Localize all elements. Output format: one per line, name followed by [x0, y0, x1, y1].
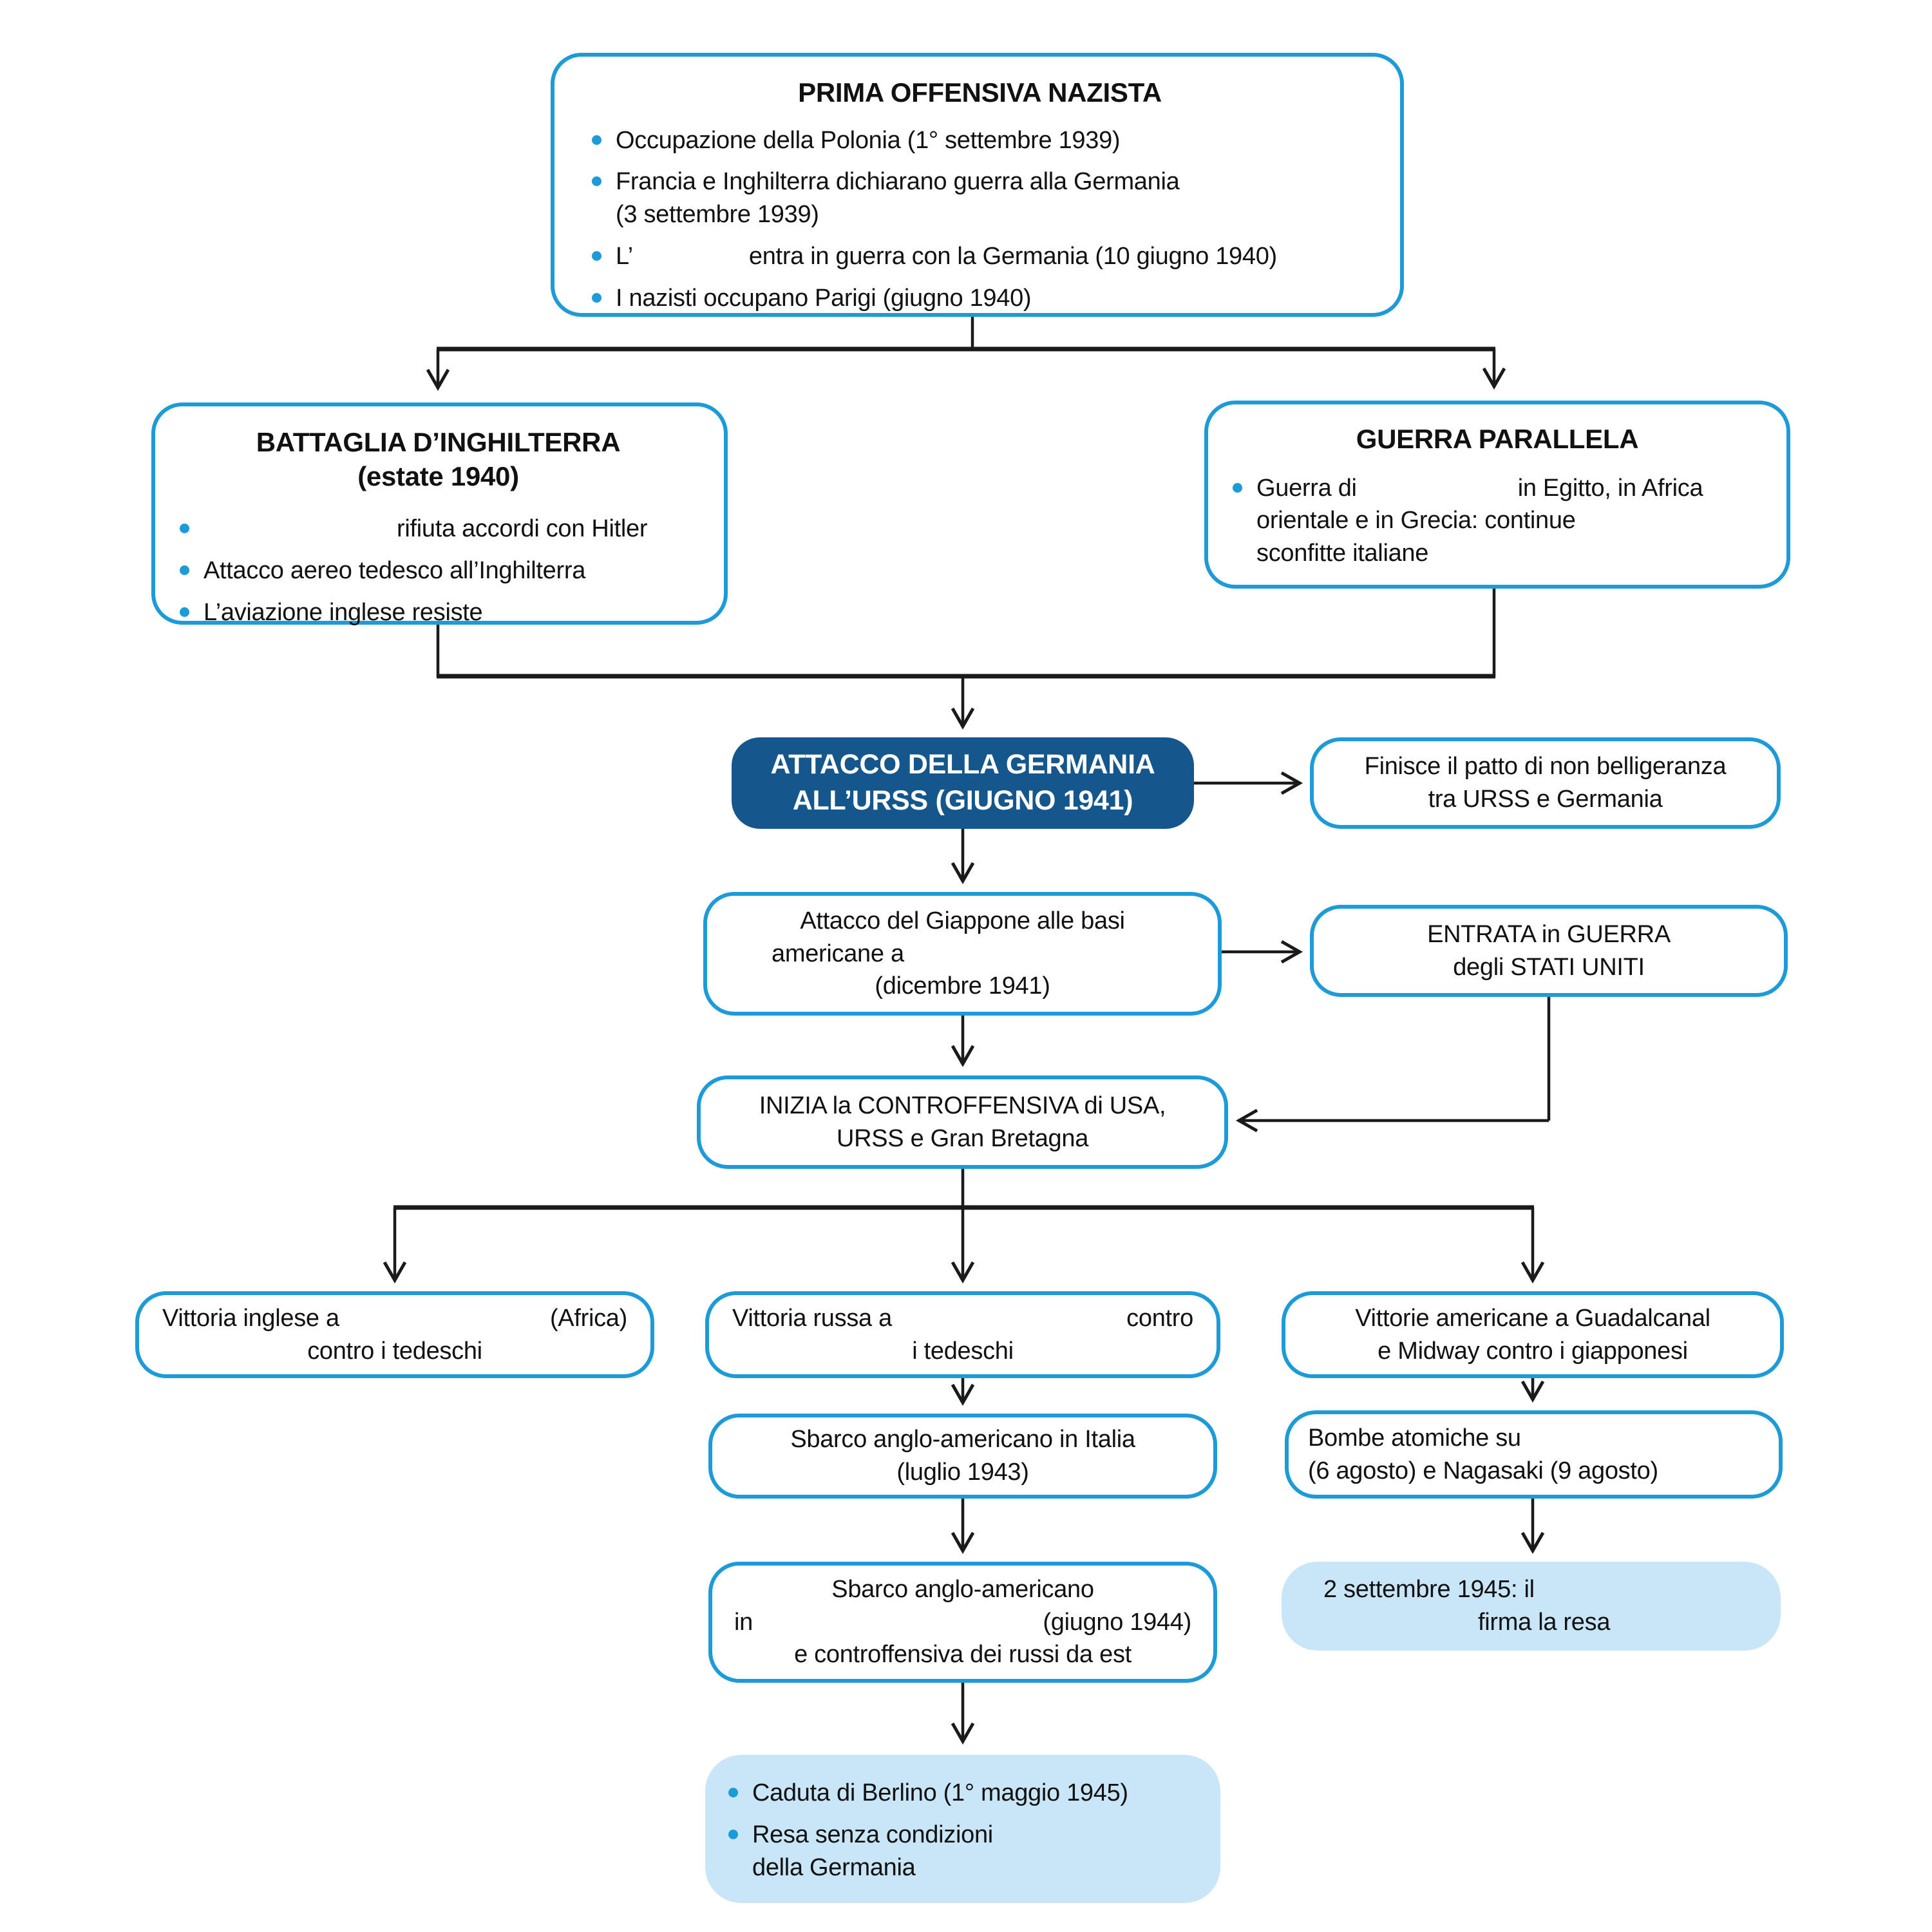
text-line: tra URSS e Germania: [1428, 786, 1663, 813]
bullet-text-line: (3 settembre 1939): [616, 201, 819, 229]
text-after-blank: firma la resa: [1478, 1609, 1611, 1636]
box-attacco-urss: ATTACCO DELLA GERMANIA ALL’URSS (GIUGNO …: [732, 737, 1194, 829]
bullet-text: Francia e Inghilterra dichiarano guerra …: [616, 166, 1373, 231]
text-before-blank: L’: [616, 243, 633, 270]
list-item: Guerra di in Egitto, in Africa orientale …: [1227, 472, 1767, 571]
bullet-dot: [592, 293, 601, 303]
box-vittorie-americane: Vittorie americane a Guadalcanal e Midwa…: [1282, 1291, 1784, 1378]
text-line: firma la resa: [1323, 1606, 1761, 1639]
text-before-blank: Guerra di: [1256, 474, 1357, 502]
bullet-text-line: sconfitte italiane: [1256, 540, 1429, 567]
text-line: (6 agosto) e Nagasaki (9 agosto): [1308, 1457, 1658, 1484]
box-guerra-parallela: GUERRA PARALLELA Guerra di in Egitto, in …: [1204, 401, 1790, 589]
box-attacco-giappone: Attacco del Giappone alle basi americane…: [703, 892, 1222, 1016]
box-vittoria-inglese: Vittoria inglese a (Africa) contro i tede…: [135, 1291, 654, 1378]
bullet-text-line: Francia e Inghilterra dichiarano guerra …: [616, 168, 1180, 196]
box-bombe-atomiche: Bombe atomiche su (6 agosto) e Nagasaki …: [1285, 1410, 1783, 1499]
text-before-blank: Vittoria russa a: [732, 1304, 892, 1332]
text-line: INIZIA la CONTROFFENSIVA di USA,: [759, 1092, 1166, 1119]
box-vittoria-russa: Vittoria russa a contro i tedeschi: [705, 1291, 1220, 1378]
text-after-blank: entra in guerra con la Germania (10 giug…: [748, 243, 1277, 270]
text-before-blank: Bombe atomiche su: [1308, 1424, 1521, 1452]
text-after-blank: rifiuta accordi con Hitler: [397, 515, 648, 542]
text-after-blank: (giugno 1944): [1043, 1608, 1191, 1636]
list-item: L’ entra in guerra con la Germania (10 gi…: [587, 240, 1373, 273]
text-line: Vittorie americane a Guadalcanal: [1355, 1304, 1710, 1332]
text-line: (dicembre 1941): [875, 972, 1050, 1000]
bullet-text: Occupazione della Polonia (1° settembre …: [616, 126, 1121, 154]
bullet-dot: [728, 1829, 738, 1839]
text-line: e controffensiva dei russi da est: [794, 1641, 1132, 1669]
text-line: (luglio 1943): [896, 1459, 1029, 1486]
bullet-text: L’aviazione inglese resiste: [204, 598, 483, 626]
text-before-blank: americane a: [772, 940, 904, 967]
text-line: ENTRATA in GUERRA: [1427, 920, 1671, 948]
text-line: 2 settembre 1945: il: [1323, 1576, 1535, 1604]
bullet-text: Resa senza condizioni della Germania: [752, 1819, 1202, 1884]
bullet-dot: [728, 1788, 738, 1797]
text-line: Sbarco anglo-americano: [831, 1575, 1094, 1603]
bullet-dot: [180, 607, 189, 617]
bullet-text: L’ entra in guerra con la Germania (10 gi…: [616, 240, 1373, 273]
text-line: Vittoria russa a contro: [732, 1302, 1193, 1335]
title-line: ALL’URSS (GIUGNO 1941): [792, 785, 1133, 816]
bullet-text-line: Resa senza condizioni: [752, 1821, 993, 1848]
text-line: Finisce il patto di non belligeranza: [1364, 753, 1727, 781]
title-line: BATTAGLIA D’INGHILTERRA: [256, 427, 621, 457]
box-prima-offensiva: PRIMA OFFENSIVA NAZISTA Occupazione dell…: [551, 53, 1404, 317]
bullet-text: I nazisti occupano Parigi (giugno 1940): [616, 285, 1032, 312]
text-line: e Midway contro i giapponesi: [1378, 1337, 1688, 1365]
box-caduta-berlino: Caduta di Berlino (1° maggio 1945) Resa …: [705, 1755, 1220, 1903]
bullet-text: Caduta di Berlino (1° maggio 1945): [752, 1779, 1128, 1806]
text-line: contro i tedeschi: [307, 1337, 482, 1365]
bullet-dot: [592, 176, 601, 187]
text-line: Attacco del Giappone alle basi: [800, 907, 1125, 934]
title-line: ATTACCO DELLA GERMANIA: [770, 749, 1155, 781]
text-before-blank: in: [734, 1608, 753, 1636]
list-item: I nazisti occupano Parigi (giugno 1940): [587, 282, 1373, 315]
text-after-blank: contro: [1126, 1304, 1193, 1332]
text-after-blank: (Africa): [549, 1304, 627, 1332]
box-resa-giappone: 2 settembre 1945: il firma la resa: [1282, 1562, 1781, 1651]
box-sbarco-normandia: Sbarco anglo-americano in (giugno 1944) e…: [708, 1562, 1217, 1683]
text-after-blank: in Egitto, in Africa: [1517, 474, 1703, 502]
list-item: Attacco aereo tedesco all’Inghilterra: [175, 554, 702, 587]
text-line: in (giugno 1944): [734, 1606, 1191, 1639]
bullet-text-line: orientale e in Grecia: continue: [1256, 507, 1576, 535]
list-item: Occupazione della Polonia (1° settembre …: [587, 124, 1373, 157]
text-line: Vittoria inglese a (Africa): [162, 1302, 627, 1335]
bullet-text: rifiuta accordi con Hitler: [204, 513, 702, 545]
bullet-dot: [592, 251, 601, 261]
box-inizia-controffensiva: INIZIA la CONTROFFENSIVA di USA, URSS e …: [697, 1075, 1228, 1169]
bullet-dot: [1233, 482, 1242, 493]
box-finisce-patto: Finisce il patto di non belligeranza tra…: [1310, 737, 1781, 829]
box-entrata-guerra: ENTRATA in GUERRA degli STATI UNITI: [1310, 905, 1788, 997]
bullet-text: Attacco aereo tedesco all’Inghilterra: [204, 556, 586, 584]
box-prima-title: PRIMA OFFENSIVA NAZISTA: [798, 77, 1162, 108]
list-item: Resa senza condizioni della Germania: [723, 1819, 1202, 1884]
text-line: Sbarco anglo-americano in Italia: [790, 1426, 1135, 1454]
list-item: Caduta di Berlino (1° maggio 1945): [723, 1777, 1202, 1810]
text-line: URSS e Gran Bretagna: [836, 1124, 1089, 1152]
text-before-blank: Vittoria inglese a: [162, 1304, 339, 1332]
box-guerra-title: GUERRA PARALLELA: [1356, 424, 1639, 454]
box-battaglia-inghilterra: BATTAGLIA D’INGHILTERRA(estate 1940) rif…: [151, 402, 728, 626]
bullet-text: Guerra di in Egitto, in Africa orientale …: [1256, 472, 1767, 571]
box-sbarco-italia: Sbarco anglo-americano in Italia (luglio…: [708, 1414, 1217, 1499]
bullet-dot: [180, 524, 189, 533]
bullet-dot: [592, 135, 601, 145]
box-battaglia-title: BATTAGLIA D’INGHILTERRA(estate 1940): [175, 426, 702, 493]
text-line: degli STATI UNITI: [1453, 953, 1645, 981]
bullet-dot: [180, 565, 189, 575]
list-item: L’aviazione inglese resiste: [175, 596, 702, 629]
bullet-text-line: della Germania: [752, 1853, 916, 1881]
list-item: rifiuta accordi con Hitler: [175, 513, 702, 545]
list-item: Francia e Inghilterra dichiarano guerra …: [587, 166, 1373, 231]
text-line: i tedeschi: [912, 1337, 1014, 1365]
title-line: (estate 1940): [357, 460, 519, 491]
